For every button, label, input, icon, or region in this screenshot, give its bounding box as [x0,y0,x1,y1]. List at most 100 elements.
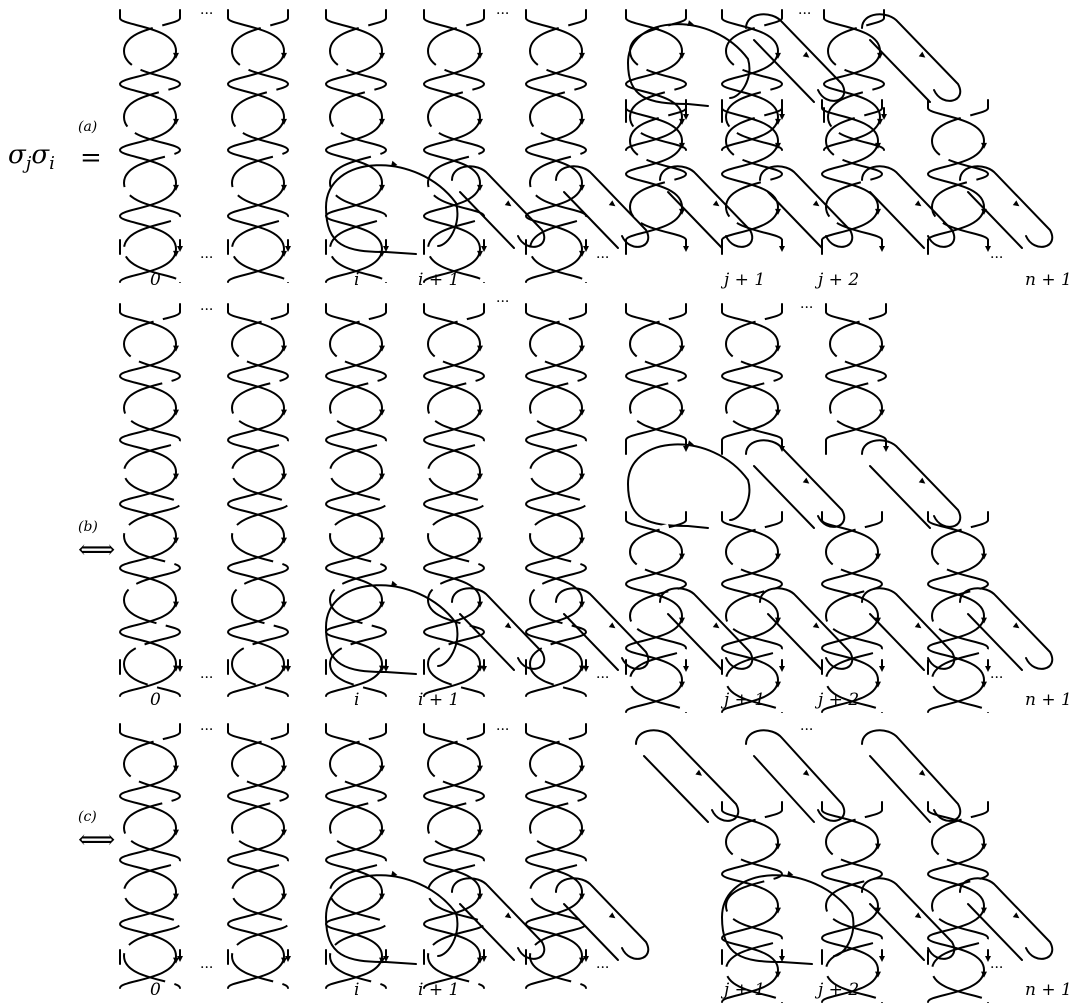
strand-column [326,304,389,696]
label-i-a: i [354,270,359,290]
strand-column [228,304,291,696]
crossing-gap [124,732,180,988]
label-n-plus-1-a: n + 1 [1025,270,1072,290]
strand-column [822,512,885,712]
crossing-gap [826,810,882,1002]
label-j-plus-1-a: j + 1 [720,270,765,290]
strand-right [428,18,484,282]
strand-right [826,520,882,712]
strand-column [626,100,689,254]
label-i-plus-1-a: i + 1 [418,270,459,290]
ellipsis: ··· [200,670,213,686]
ellipsis: ··· [596,670,609,686]
arrowhead [803,770,810,776]
strand-column [822,100,885,254]
strand-column [826,304,889,454]
arrowhead [1013,200,1020,206]
link-inner [460,192,514,248]
strand-column [526,10,589,282]
label-i-c: i [354,980,359,1000]
strand-column [424,304,487,696]
label-zero-b: 0 [150,690,161,710]
label-i-b: i [354,690,359,710]
link-inner [564,192,618,248]
loop-upper [628,24,749,98]
svg-text:σjσi: σjσi [8,140,55,174]
link-outer [746,730,844,821]
loop-lower [326,207,416,254]
link-inner [564,904,618,960]
strand-column [120,724,183,988]
link-inner [870,466,930,528]
arrowhead [803,478,810,484]
link-outer [746,440,844,527]
label-j-plus-2-b: j + 2 [814,690,859,710]
ellipsis: ··· [800,300,813,316]
crossing-gap [726,520,782,712]
relation-b-tag: (b) [78,519,98,535]
loop-lower [628,484,708,528]
strand-right [726,520,782,712]
strand-right [830,312,886,440]
strand-right [826,810,882,1002]
relation-b: (b) ⟺ [78,519,115,565]
arrowhead [505,622,512,628]
strand-left [928,520,984,712]
link-inner [768,192,822,248]
label-n-plus-1-b: n + 1 [1025,690,1072,710]
strand-right [932,520,988,712]
ellipsis: ··· [496,722,509,738]
strand-right [726,312,782,440]
crossing-gap [428,18,484,282]
link-outer [556,878,648,959]
label-n-plus-1-c: n + 1 [1025,980,1072,1000]
crossing-gap [330,732,386,988]
strand-column [824,10,887,150]
diagonal-link [746,730,844,822]
panel-c [120,724,1052,1002]
link-inner [754,466,814,528]
label-j-plus-1-c: j + 1 [720,980,765,1000]
arrowhead [713,200,720,206]
arrowhead [1013,912,1020,918]
link-inner [460,614,514,670]
strand-right [630,520,686,712]
ellipsis: ··· [990,670,1003,686]
label-j-plus-2-c: j + 2 [814,980,859,1000]
strand-right [726,810,782,1002]
strand-column [228,10,291,282]
diagonal-link [746,440,844,528]
ellipsis: ··· [200,6,213,22]
link-inner [768,614,822,670]
ellipsis-group: ··· ··· ··· ··· ··· ··· ··· ··· ··· ··· … [200,6,1003,976]
strand-left [526,18,582,282]
strand-left [626,520,682,712]
link-inner [870,192,924,248]
strand-left [228,18,284,282]
crossing-gap [232,18,288,282]
link-inner [870,614,924,670]
relation-c-symbol: ⟺ [78,825,115,855]
strand-column [526,304,589,696]
diagonal-link [862,440,960,528]
big-loop [628,440,749,528]
link-outer [862,730,960,821]
link-inner [870,904,924,960]
arrowhead [919,770,926,776]
strand-column [120,10,183,282]
ellipsis: ··· [496,294,509,310]
strand-left [120,18,176,282]
strand-right [428,732,484,988]
lhs-sub-i: i [49,153,55,174]
strand-column [526,724,589,988]
ellipsis: ··· [798,6,811,22]
arrowhead [813,622,820,628]
arrowhead [1013,622,1020,628]
label-zero-a: 0 [150,270,161,290]
strand-column [722,100,785,254]
strand-column [722,512,785,712]
arrowhead [915,912,922,918]
diagonal-link [862,730,960,822]
link-inner [564,614,618,670]
